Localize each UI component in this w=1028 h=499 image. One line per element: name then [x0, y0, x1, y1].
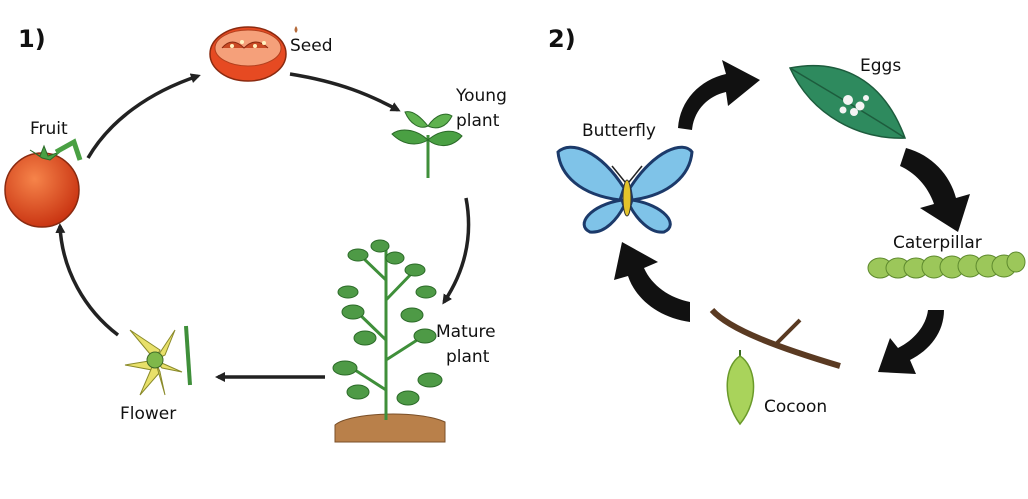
cocoon-on-branch-image — [709, 307, 841, 426]
caterpillar-image — [867, 251, 1026, 279]
arrow-cocoon-to-butterfly — [614, 242, 690, 322]
arrow-flower-to-fruit — [55, 223, 120, 337]
tomato-fruit-image — [4, 138, 83, 228]
label-cocoon: Cocoon — [764, 397, 827, 417]
label-mature-plant-line2: plant — [446, 347, 490, 367]
label-mature-plant-line1: Mature — [436, 322, 496, 342]
butterfly-cycle-arrows — [614, 60, 970, 374]
butterfly-image — [556, 145, 694, 234]
plant-life-cycle: 1) Seed Young plant — [4, 25, 507, 443]
plant-cycle-arrows — [55, 72, 471, 382]
label-young-plant-line1: Young — [455, 86, 507, 106]
arrow-butterfly-to-eggs — [678, 60, 760, 130]
arrow-young-to-mature-plant — [442, 197, 471, 305]
diagram-2-number: 2) — [548, 25, 576, 53]
arrow-seed-to-young-plant — [289, 72, 401, 112]
arrow-fruit-to-seed — [86, 73, 201, 159]
arrow-caterpillar-to-cocoon — [878, 310, 944, 374]
butterfly-life-cycle: 2) Eggs Caterpillar — [548, 25, 1026, 426]
label-eggs: Eggs — [860, 56, 901, 76]
flower-image — [124, 325, 192, 396]
mature-plant-image — [332, 239, 446, 443]
label-fruit: Fruit — [30, 119, 68, 139]
label-caterpillar: Caterpillar — [893, 233, 982, 253]
diagram-1-number: 1) — [18, 25, 46, 53]
young-plant-image — [391, 111, 463, 178]
label-butterfly: Butterfly — [582, 121, 656, 141]
label-seed: Seed — [290, 36, 333, 56]
arrow-eggs-to-caterpillar — [900, 148, 970, 232]
sliced-tomato-image — [209, 26, 298, 82]
eggs-on-leaf-image — [788, 64, 907, 139]
label-flower: Flower — [120, 404, 176, 424]
label-young-plant-line2: plant — [456, 111, 500, 131]
